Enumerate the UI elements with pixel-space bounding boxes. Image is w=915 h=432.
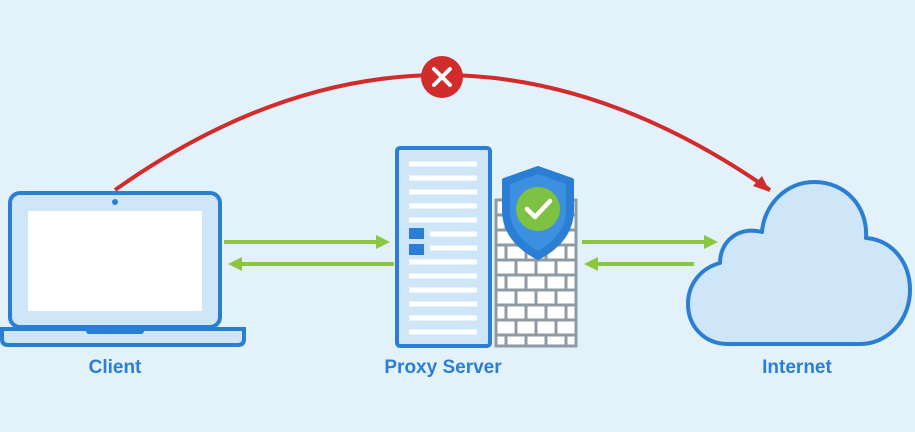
shield-check-icon [502, 166, 574, 260]
proxy-server-label: Proxy Server [384, 357, 502, 378]
internet-label: Internet [762, 357, 832, 378]
client-proxy-arrows [224, 235, 394, 271]
laptop-icon [0, 191, 246, 347]
server-icon [395, 146, 492, 348]
x-icon [421, 56, 463, 98]
blocked-route-arrowhead [753, 176, 770, 192]
client-label: Client [88, 357, 142, 378]
cloud-icon [686, 180, 912, 346]
proxy-internet-arrows [582, 235, 718, 271]
